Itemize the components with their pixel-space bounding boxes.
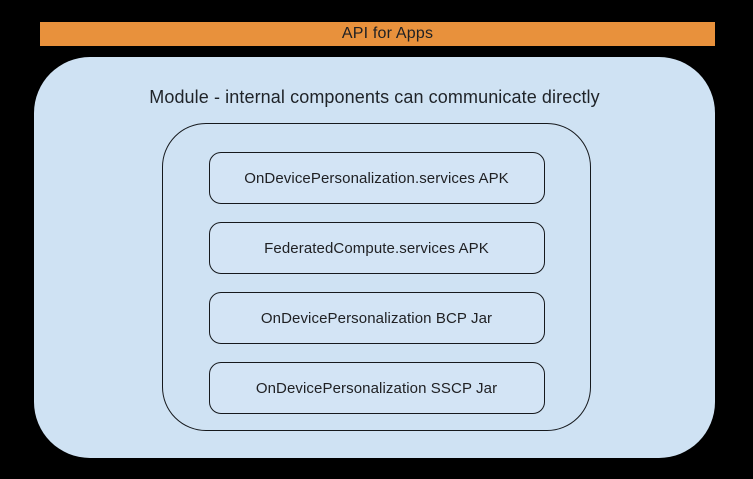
module-container: Module - internal components can communi… xyxy=(34,57,715,458)
api-for-apps-banner: API for Apps xyxy=(40,22,715,46)
component-ondevicepersonalization-bcp-jar: OnDevicePersonalization BCP Jar xyxy=(208,292,545,344)
component-federatedcompute-services-apk: FederatedCompute.services APK xyxy=(208,222,545,274)
component-ondevicepersonalization-services-apk: OnDevicePersonalization.services APK xyxy=(208,152,545,204)
module-title: Module - internal components can communi… xyxy=(149,87,600,107)
component-ondevicepersonalization-sscp-jar: OnDevicePersonalization SSCP Jar xyxy=(208,362,545,414)
module-inner-boundary: OnDevicePersonalization.services APK Fed… xyxy=(162,123,591,431)
